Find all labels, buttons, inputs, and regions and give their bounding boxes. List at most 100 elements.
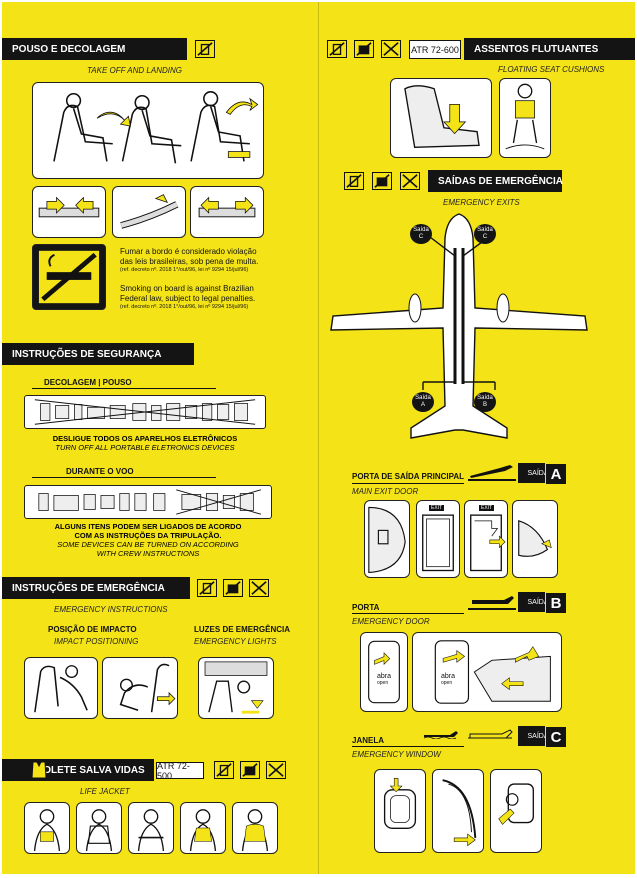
devices-allowed-illustration: [24, 485, 272, 519]
emergency-subtitle: EMERGENCY INSTRUCTIONS: [54, 605, 168, 614]
main-door-handle-illustration: [364, 500, 410, 578]
no-bag-icon: [372, 172, 392, 190]
impact-subtitle: IMPACT POSITIONING: [54, 637, 139, 646]
takeoff-subtitle: TAKE OFF AND LANDING: [87, 66, 182, 75]
heading-rule: [352, 746, 464, 747]
impact-position-front-illustration: [24, 657, 98, 719]
lights-subtitle: EMERGENCY LIGHTS: [194, 637, 277, 646]
no-smoking-en-text: Smoking on board is against Brazilian Fe…: [120, 284, 256, 303]
no-smoking-en-ref: (ref. decreto nº. 2018 1°/out/96, lei nº…: [120, 304, 249, 310]
heading-rule: [352, 613, 464, 614]
seatbelt-release-illustration: [190, 186, 264, 238]
no-heels-icon: [400, 172, 420, 190]
inflight-devices-heading: DURANTE O VOO: [66, 467, 134, 476]
lights-heading: LUZES DE EMERGÊNCIA: [194, 625, 291, 634]
exit-tag-label: Saída: [477, 227, 493, 233]
cushions-title: ASSENTOS FLUTUANTES: [474, 43, 599, 55]
exits-title-bar: SAÍDAS DE EMERGÊNCIA: [428, 170, 564, 192]
takeoff-devices-pt: DESLIGUE TODOS OS APARELHOS ELETRÔNICOS: [52, 434, 238, 443]
impact-position-brace-illustration: [102, 657, 178, 719]
exit-tag-label: Saída: [415, 395, 431, 401]
lifejacket-step-3-illustration: [128, 802, 174, 854]
exit-c-right-tag: Saída C: [474, 224, 496, 244]
devices-off-illustration: [24, 395, 266, 429]
main-door-open-illustration: EXIT: [464, 500, 508, 578]
lifejacket-step-5-illustration: [232, 802, 278, 854]
no-smoking-warning-pt: Fumar a bordo é considerado violação das…: [120, 247, 268, 274]
no-heels-icon: [381, 40, 401, 58]
exit-tag-letter: A: [420, 402, 425, 408]
lifejacket-title: COLETE SALVA VIDAS: [36, 764, 145, 776]
takeoff-title-bar: POUSO E DECOLAGEM: [2, 38, 187, 60]
window-exit-illustration: [490, 769, 542, 853]
life-jacket-icon: [30, 760, 48, 780]
inflight-pt-1: ALGUNS ITENS PODEM SER LIGADOS DE ACORDO: [54, 522, 242, 531]
aircraft-exit-map: Saída C Saída C Saída A Saída B: [328, 208, 590, 454]
no-smoking-warning-en: Smoking on board is against Brazilian Fe…: [120, 284, 268, 311]
exit-c-left-tag: Saída C: [410, 224, 432, 244]
lifejacket-subtitle: LIFE JACKET: [80, 787, 130, 796]
impact-heading: POSIÇÃO DE IMPACTO: [48, 625, 137, 634]
heading-rule: [32, 388, 216, 389]
window-subtitle: EMERGENCY WINDOW: [352, 750, 441, 759]
emergency-title: INSTRUÇÕES DE EMERGÊNCIA: [12, 582, 165, 594]
door-subtitle: EMERGENCY DOOR: [352, 617, 430, 626]
column-divider: [318, 2, 319, 874]
lifejacket-step-2-illustration: [76, 802, 122, 854]
door-title: PORTA: [352, 603, 380, 612]
heading-rule: [352, 483, 464, 484]
inflight-pt-2: COM AS INSTRUÇÕES DA TRIPULAÇÃO.: [74, 531, 222, 540]
no-phone-icon: [344, 172, 364, 190]
inflight-devices-text: ALGUNS ITENS PODEM SER LIGADOS DE ACORDO…: [24, 522, 272, 558]
abra-text: abra: [441, 673, 456, 680]
no-phone-icon: [197, 579, 217, 597]
exit-tag-label: Saída: [477, 395, 493, 401]
main-door-subtitle: MAIN EXIT DOOR: [352, 487, 419, 496]
main-door-slide-illustration: [512, 500, 558, 578]
exit-b-tag: Saída B: [474, 392, 496, 412]
exit-tag-label: Saída: [413, 227, 429, 233]
no-heels-icon: [249, 579, 269, 597]
exit-tag-letter: C: [418, 234, 424, 240]
heading-rule: [32, 477, 216, 478]
no-heels-icon: [266, 761, 286, 779]
no-bag-icon: [354, 40, 374, 58]
no-smoking-icon: [32, 244, 106, 310]
open-text: open: [441, 680, 453, 686]
door-exit-letter: B: [545, 592, 567, 614]
takeoff-title: POUSO E DECOLAGEM: [12, 43, 126, 55]
runway-line: [468, 479, 516, 481]
no-smoking-pt-ref: (ref. decreto nº. 2018 1°/out/96, lei nº…: [120, 267, 249, 273]
main-door-title: PORTA DE SAÍDA PRINCIPAL: [352, 472, 465, 481]
exit-sign: EXIT: [479, 505, 495, 511]
no-phone-icon: [214, 761, 234, 779]
takeoff-devices-en: TURN OFF ALL PORTABLE ELETRONICS DEVICES: [55, 443, 235, 452]
window-exit-letter: C: [545, 726, 567, 748]
runway-line: [468, 608, 516, 610]
window-handle-illustration: [374, 769, 426, 853]
door-abra-label: abra open: [377, 673, 391, 687]
main-door-closed-illustration: EXIT: [416, 500, 460, 578]
seatbelt-tighten-illustration: [112, 186, 186, 238]
no-bag-icon: [223, 579, 243, 597]
window-remove-illustration: [432, 769, 484, 853]
inflight-en-2: WITH CREW INSTRUCTIONS: [96, 549, 200, 558]
exits-title: SAÍDAS DE EMERGÊNCIA: [438, 175, 564, 187]
door-handle-illustration: abra open: [360, 632, 408, 712]
main-door-exit-letter: A: [545, 463, 567, 485]
cushions-model: ATR 72-600: [409, 40, 461, 59]
no-phone-icon: [327, 40, 347, 58]
lifejacket-step-4-illustration: [180, 802, 226, 854]
lifejacket-step-1-illustration: [24, 802, 70, 854]
lifejacket-title-bar: COLETE SALVA VIDAS: [2, 759, 154, 781]
exit-tag-letter: B: [482, 402, 487, 408]
takeoff-devices-text: DESLIGUE TODOS OS APARELHOS ELETRÔNICOS …: [24, 434, 266, 452]
plane-takeoff-icon: [468, 464, 516, 478]
cushions-title-bar: ASSENTOS FLUTUANTES: [464, 38, 635, 60]
seat-cushion-illustration: [390, 78, 492, 158]
open-text: open: [377, 680, 389, 686]
exit-a-tag: Saída A: [412, 392, 434, 412]
safety-title: INSTRUÇÕES DE SEGURANÇA: [12, 348, 162, 360]
seatbelt-fasten-illustration: [32, 186, 106, 238]
